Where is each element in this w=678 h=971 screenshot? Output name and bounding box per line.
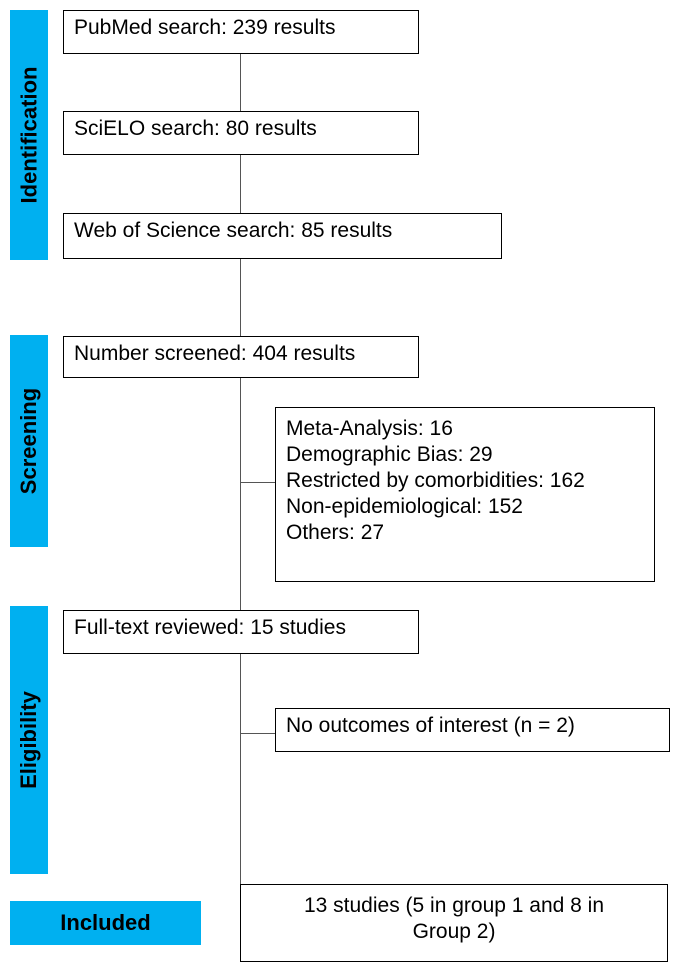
eligibility-exclusion-connector <box>240 733 275 734</box>
included-studies-line-2: Group 2) <box>412 920 496 943</box>
main-vertical-connector <box>240 54 241 884</box>
fulltext-reviewed-text: Full-text reviewed: 15 studies <box>74 616 346 639</box>
screening-exclusion-connector <box>240 482 275 483</box>
exclusion-reason-item: Others: 27 <box>286 521 385 544</box>
included-studies-line-1: 13 studies (5 in group 1 and 8 in <box>303 894 605 917</box>
phase-identification-label: Identification <box>16 66 42 204</box>
phase-screening-label: Screening <box>16 387 41 495</box>
scielo-search-box: SciELO search: 80 results <box>63 111 419 155</box>
exclusion-reason-item: Non-epidemiological: 152 <box>286 495 523 518</box>
wos-search-box: Web of Science search: 85 results <box>63 213 502 259</box>
phase-included: Included <box>10 901 201 945</box>
exclusion-reason-item: Meta-Analysis: 16 <box>286 417 453 440</box>
screening-exclusion-box: Meta-Analysis: 16 Demographic Bias: 29 R… <box>275 407 655 582</box>
exclusion-reason-item: Restricted by comorbidities: 162 <box>286 469 585 492</box>
included-studies-box: 13 studies (5 in group 1 and 8 in Group … <box>240 884 668 962</box>
prisma-flow-diagram: Identification Screening Eligibility Inc… <box>10 0 678 971</box>
eligibility-exclusion-box: No outcomes of interest (n = 2) <box>275 708 670 752</box>
phase-eligibility: Eligibility <box>10 606 48 874</box>
phase-screening: Screening <box>10 335 48 547</box>
exclusion-reason-item: Demographic Bias: 29 <box>286 443 493 466</box>
pubmed-search-text: PubMed search: 239 results <box>74 16 336 39</box>
phase-identification: Identification <box>10 10 48 260</box>
scielo-search-text: SciELO search: 80 results <box>74 117 317 140</box>
screened-box: Number screened: 404 results <box>63 336 419 378</box>
phase-eligibility-label: Eligibility <box>16 691 42 789</box>
wos-search-text: Web of Science search: 85 results <box>74 219 393 242</box>
fulltext-reviewed-box: Full-text reviewed: 15 studies <box>63 610 419 654</box>
pubmed-search-box: PubMed search: 239 results <box>63 10 419 54</box>
eligibility-exclusion-text: No outcomes of interest (n = 2) <box>286 714 575 737</box>
phase-included-label: Included <box>60 910 151 935</box>
screened-text: Number screened: 404 results <box>74 342 356 365</box>
